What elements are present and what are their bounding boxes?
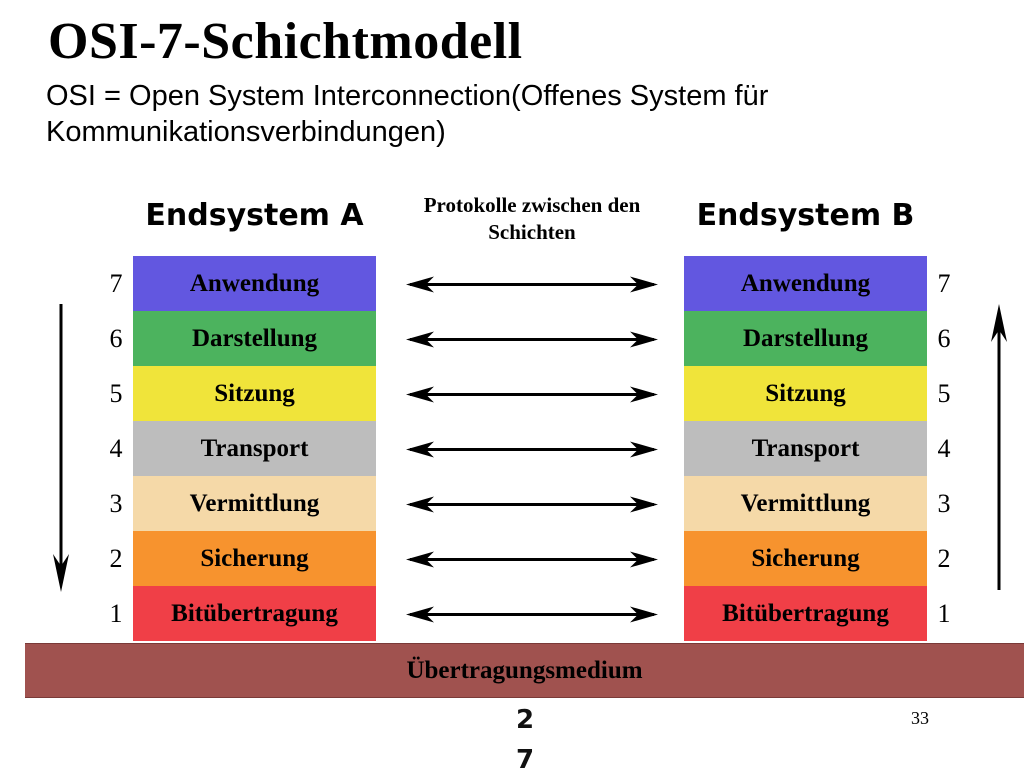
- protocol-arrow-layer-7: [406, 276, 658, 293]
- layer-b-6: Darstellung: [684, 311, 927, 366]
- layer-numbers-left: 7 6 5 4 3 2 1: [102, 256, 130, 641]
- transmission-medium: Übertragungsmedium: [25, 643, 1024, 698]
- stray-glyph: 7: [515, 745, 535, 775]
- stray-glyph: 2: [515, 705, 535, 735]
- layer-number-left-6: 6: [109, 323, 123, 353]
- layer-number-left-4: 4: [109, 433, 123, 463]
- protocol-arrow-layer-2: [406, 551, 658, 568]
- layer-b-4: Transport: [684, 421, 927, 476]
- layer-number-left-3: 3: [109, 488, 123, 518]
- layer-b-1: Bitübertragung: [684, 586, 927, 641]
- layer-a-1: Bitübertragung: [133, 586, 376, 641]
- layer-number-left-2: 2: [109, 543, 123, 573]
- layer-a-6: Darstellung: [133, 311, 376, 366]
- layer-b-3: Vermittlung: [684, 476, 927, 531]
- endsystem-a-heading: Endsystem A: [145, 198, 364, 233]
- up-arrow-icon: [991, 304, 1007, 590]
- protocol-arrows: [406, 276, 658, 623]
- stray-glyphs: 2 7: [510, 700, 540, 780]
- layer-number-right-4: 4: [937, 433, 951, 463]
- layer-a-4: Transport: [133, 421, 376, 476]
- page-number: 33: [911, 708, 929, 728]
- layer-b-7: Anwendung: [684, 256, 927, 311]
- layer-a-7: Anwendung: [133, 256, 376, 311]
- layer-b-5: Sitzung: [684, 366, 927, 421]
- down-arrow-icon: [53, 304, 69, 592]
- layer-number-left-7: 7: [109, 268, 123, 298]
- layer-number-right-3: 3: [937, 488, 951, 518]
- layer-a-5: Sitzung: [133, 366, 376, 421]
- protocol-arrow-layer-3: [406, 496, 658, 513]
- layer-a-3: Vermittlung: [133, 476, 376, 531]
- layer-number-right-2: 2: [937, 543, 951, 573]
- layer-a-2: Sicherung: [133, 531, 376, 586]
- layer-number-right-5: 5: [937, 378, 951, 408]
- slide-subtitle: OSI = Open System Interconnection(Offene…: [46, 80, 769, 148]
- layer-number-right-1: 1: [937, 598, 951, 628]
- slide-title: OSI-7-Schichtmodell: [48, 13, 523, 70]
- protocol-arrow-layer-1: [406, 606, 658, 623]
- protocol-arrow-layer-4: [406, 441, 658, 458]
- layer-numbers-right: 7 6 5 4 3 2 1: [930, 256, 958, 641]
- protocols-heading: Protokolle zwischen den Schichten: [423, 193, 641, 244]
- layer-number-left-5: 5: [109, 378, 123, 408]
- layer-number-right-6: 6: [937, 323, 951, 353]
- protocol-arrow-layer-5: [406, 386, 658, 403]
- layer-number-right-7: 7: [937, 268, 951, 298]
- layer-number-left-1: 1: [109, 598, 123, 628]
- protocol-arrow-layer-6: [406, 331, 658, 348]
- layer-b-2: Sicherung: [684, 531, 927, 586]
- endsystem-b-heading: Endsystem B: [696, 198, 915, 233]
